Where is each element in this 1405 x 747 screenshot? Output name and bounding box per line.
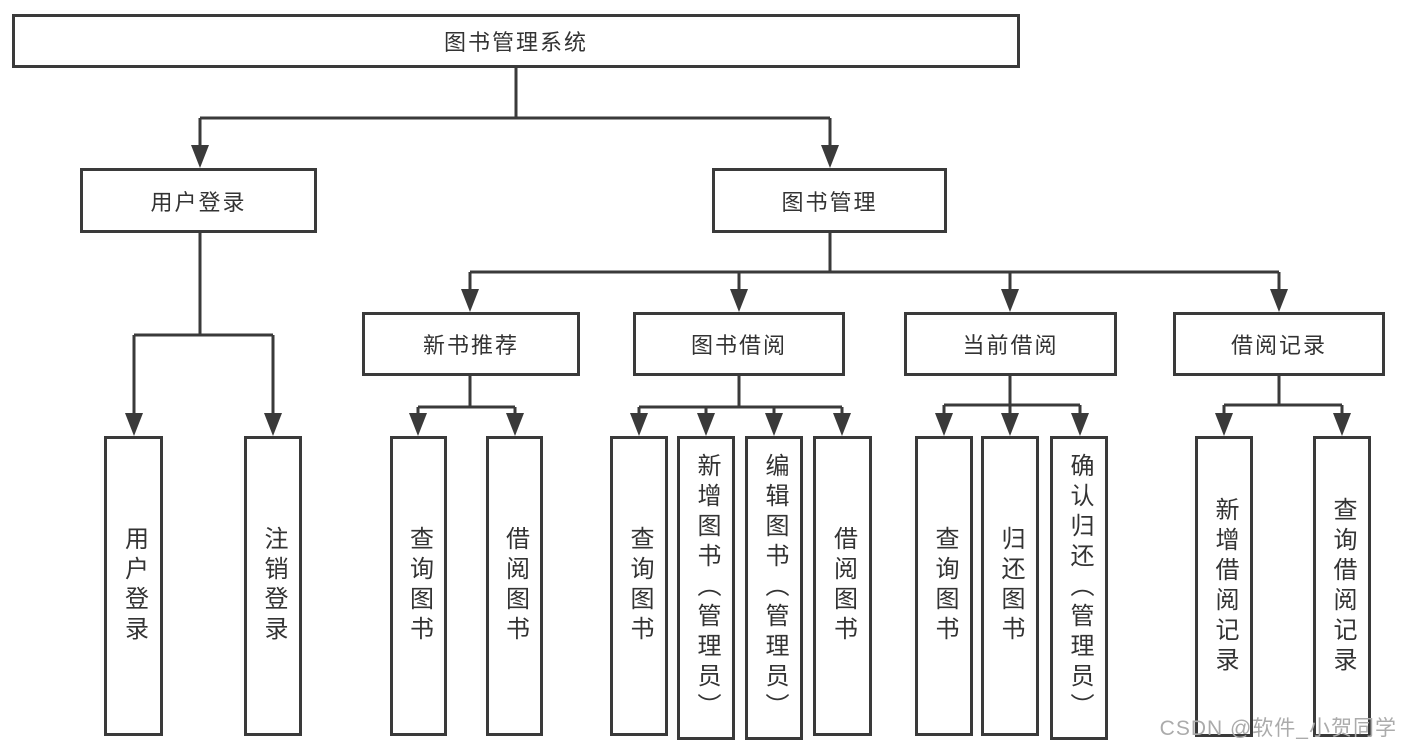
leaf-label: 新增图书（管理员） xyxy=(693,453,720,723)
arrowhead xyxy=(1215,413,1233,436)
leaf-add-borrow-record: 新增借阅记录 xyxy=(1195,436,1253,737)
leaf-label: 归还图书 xyxy=(997,526,1024,646)
leaf-label: 编辑图书（管理员） xyxy=(761,453,788,723)
leaf-label: 查询借阅记录 xyxy=(1329,496,1356,677)
arrowhead xyxy=(461,289,479,312)
arrowhead xyxy=(1071,413,1089,436)
arrowhead xyxy=(730,289,748,312)
arrowhead xyxy=(697,413,715,436)
arrowhead xyxy=(1270,289,1288,312)
arrowhead xyxy=(409,413,427,436)
leaf-user-login: 用户登录 xyxy=(104,436,163,736)
leaf-add-book-admin: 新增图书（管理员） xyxy=(677,436,735,740)
leaf-label: 借阅图书 xyxy=(829,526,857,646)
arrowhead xyxy=(821,145,839,168)
arrowhead xyxy=(1001,289,1019,312)
arrowhead xyxy=(1001,413,1019,436)
leaf-label: 查询图书 xyxy=(931,526,958,646)
node-library-management-system: 图书管理系统 xyxy=(12,14,1020,68)
node-current-borrowing: 当前借阅 xyxy=(904,312,1117,376)
leaf-confirm-return-admin: 确认归还（管理员） xyxy=(1050,436,1108,740)
leaf-label: 查询图书 xyxy=(626,526,653,646)
leaf-logout: 注销登录 xyxy=(244,436,302,736)
node-borrowing-records: 借阅记录 xyxy=(1173,312,1385,376)
leaf-label: 查询图书 xyxy=(405,526,433,646)
leaf-label: 确认归还（管理员） xyxy=(1066,453,1093,723)
leaf-query-books-borrowing: 查询图书 xyxy=(610,436,668,736)
arrowhead xyxy=(125,413,143,436)
csdn-watermark: CSDN @软件_小贺同学 xyxy=(1159,717,1397,740)
node-user-login-branch: 用户登录 xyxy=(80,168,317,233)
leaf-query-books-current: 查询图书 xyxy=(915,436,973,736)
leaf-label: 用户登录 xyxy=(120,526,148,646)
arrowhead xyxy=(765,413,783,436)
arrowhead xyxy=(506,413,524,436)
leaf-label: 借阅图书 xyxy=(501,526,529,646)
node-book-borrowing: 图书借阅 xyxy=(633,312,845,376)
leaf-return-book: 归还图书 xyxy=(981,436,1039,736)
leaf-query-books-recommend: 查询图书 xyxy=(390,436,447,736)
leaf-label: 新增借阅记录 xyxy=(1211,496,1238,677)
leaf-borrow-books-borrowing: 借阅图书 xyxy=(813,436,872,736)
leaf-label: 注销登录 xyxy=(260,526,287,646)
leaf-query-borrow-record: 查询借阅记录 xyxy=(1313,436,1371,737)
node-new-book-recommendation: 新书推荐 xyxy=(362,312,580,376)
arrowhead xyxy=(833,413,851,436)
node-book-management-branch: 图书管理 xyxy=(712,168,947,233)
arrowhead xyxy=(935,413,953,436)
leaf-borrow-books-recommend: 借阅图书 xyxy=(486,436,543,736)
arrowhead xyxy=(1333,413,1351,436)
arrowhead xyxy=(630,413,648,436)
leaf-edit-book-admin: 编辑图书（管理员） xyxy=(745,436,803,740)
arrowhead xyxy=(191,145,209,168)
arrowhead xyxy=(264,413,282,436)
